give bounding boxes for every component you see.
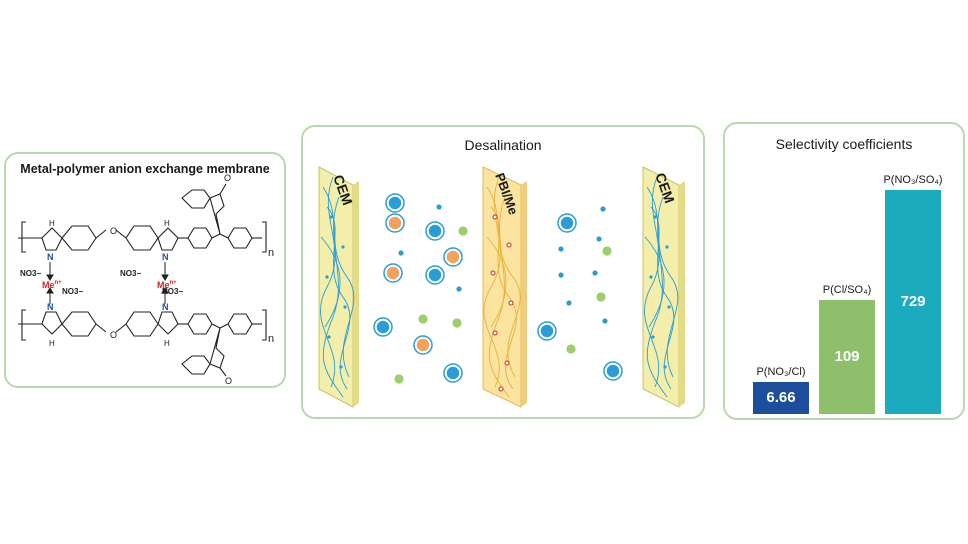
anion-ion: [565, 343, 577, 355]
cation-ion: [445, 365, 461, 381]
ion-hydration-shell: [373, 317, 393, 337]
membrane-cem-right: CEM: [642, 166, 685, 408]
carbonyl-oxygen-label-lower: O: [225, 376, 232, 386]
coordinating-nitrogen-4: N: [162, 302, 169, 312]
coordination-bonds: [46, 262, 169, 304]
upper-polymer-chain: [18, 183, 267, 253]
selectivity-panel: Selectivity coefficients 6.66 P(NO₃/Cl) 10…: [723, 122, 965, 420]
nh-hydrogen-1: H: [49, 219, 55, 228]
nitrate-anion-4: NO3−: [162, 287, 183, 296]
ion-hydration-shell: [537, 321, 557, 341]
carbonyl-oxygen-label: O: [224, 173, 231, 183]
bar-category-label: P(Cl/SO₄): [822, 284, 872, 297]
anion-ion: [415, 337, 431, 353]
bar-value-label: 109: [834, 348, 860, 366]
nh-hydrogen-3: H: [49, 339, 55, 348]
polymer-structure-panel: Metal-polymer anion exchange membrane: [4, 152, 286, 388]
ion-hydration-shell: [443, 363, 463, 383]
anion-ion: [393, 373, 405, 385]
cation-ion: [591, 269, 599, 277]
ion-hydration-shell: [443, 247, 463, 267]
ion-hydration-shell: [385, 213, 405, 233]
anion-ion: [385, 265, 401, 281]
polymer-structure-diagram: O O n H H N N Men+ Men+ NO3− NO3− NO3− N…: [18, 173, 274, 386]
coordinating-nitrogen-2: N: [162, 252, 169, 262]
membrane-fibers-right: [644, 176, 679, 398]
cation-ion: [599, 205, 607, 213]
anion-ion: [451, 317, 463, 329]
desalination-panel: Desalination CEM: [301, 125, 705, 419]
repeat-unit-n-upper: n: [268, 247, 274, 259]
cation-ion: [557, 245, 565, 253]
ion-particles: [373, 193, 623, 385]
cation-ion: [565, 299, 573, 307]
ion-hydration-shell: [413, 335, 433, 355]
ion-hydration-shell: [425, 221, 445, 241]
selectivity-title: Selectivity coefficients: [775, 136, 913, 152]
bar-category-label: P(NO₃/Cl): [756, 366, 806, 378]
cation-ion: [435, 203, 443, 211]
anion-ion: [417, 313, 429, 325]
membrane-fibers-left: [320, 176, 355, 398]
cation-ion: [387, 195, 403, 211]
cation-ion: [375, 319, 391, 335]
cation-ion: [397, 249, 405, 257]
anion-ion: [445, 249, 461, 265]
anion-ion: [595, 291, 607, 303]
cation-ion: [427, 223, 443, 239]
ether-oxygen-label: O: [110, 226, 117, 236]
anion-ion: [457, 225, 469, 237]
cation-ion: [601, 317, 609, 325]
nitrate-anion-3: NO3−: [120, 269, 141, 278]
ion-hydration-shell: [383, 263, 403, 283]
anion-ion: [387, 215, 403, 231]
lower-polymer-chain: [18, 309, 267, 377]
desalination-title: Desalination: [464, 137, 542, 153]
metal-ion-2: Men+: [157, 280, 177, 290]
polymer-panel-title: Metal-polymer anion exchange membrane: [20, 162, 270, 176]
cation-ion: [557, 271, 565, 279]
coordinating-nitrogen-3: N: [47, 302, 54, 312]
ion-hydration-shell: [603, 361, 623, 381]
bar-2: [885, 190, 941, 414]
bar-0: [753, 382, 809, 414]
repeat-unit-n-lower: n: [268, 333, 274, 345]
anion-ion: [601, 245, 613, 257]
nitrate-anion-1: NO3−: [20, 269, 41, 278]
ion-hydration-shell: [557, 213, 577, 233]
cation-ion: [539, 323, 555, 339]
cation-ion: [455, 285, 463, 293]
bar-value-label: 6.66: [766, 389, 796, 406]
nh-hydrogen-2: H: [164, 219, 170, 228]
ether-oxygen-label-lower: O: [110, 330, 117, 340]
cation-ion: [605, 363, 621, 379]
ion-hydration-shell: [425, 265, 445, 285]
cation-ion: [427, 267, 443, 283]
bar-value-label: 729: [900, 293, 926, 310]
cation-ion: [559, 215, 575, 231]
bar-category-label: P(NO₃/SO₄): [883, 174, 943, 186]
coordinating-nitrogen-1: N: [47, 252, 54, 262]
bar-1: [819, 300, 875, 414]
metal-ion-1: Men+: [42, 280, 62, 290]
nh-hydrogen-4: H: [164, 339, 170, 348]
cation-ion: [595, 235, 603, 243]
ion-hydration-shell: [385, 193, 405, 213]
nitrate-anion-2: NO3−: [62, 287, 83, 296]
membrane-cem-left: CEM: [318, 166, 359, 408]
desalination-diagram: CEM PBI/Me: [318, 166, 685, 408]
membrane-pbi-me: PBI/Me: [482, 166, 527, 408]
